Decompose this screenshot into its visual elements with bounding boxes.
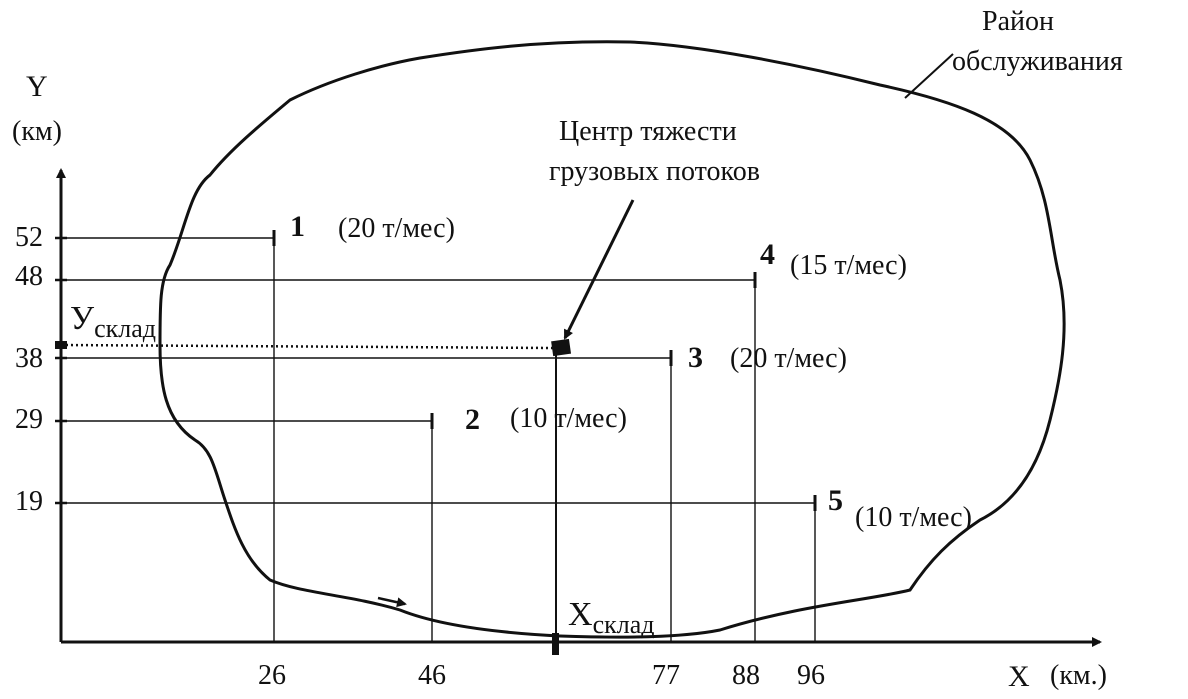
x-tick-label: 46 — [418, 660, 446, 691]
x-tick-label: 88 — [732, 660, 760, 691]
warehouse-x-axis-mark — [552, 633, 559, 655]
point-4-id: 4 — [760, 238, 775, 271]
warehouse-y-axis-mark — [55, 341, 67, 349]
service-region-outline — [158, 40, 1066, 639]
region-label-line1: Район — [982, 6, 1054, 37]
y-tick-label: 29 — [15, 404, 43, 435]
warehouse-x-sub: склад — [592, 610, 655, 639]
center-callout-arrow — [563, 199, 635, 340]
point-2-id: 2 — [465, 403, 480, 436]
y-tick-label: 52 — [15, 222, 43, 253]
y-axis-unit: (км) — [12, 116, 62, 147]
center-label-line2: грузовых потоков — [549, 156, 760, 187]
x-axis-unit: (км.) — [1050, 660, 1107, 691]
x-axis-label: X — [1008, 660, 1030, 693]
warehouse-y-main: У — [70, 300, 95, 337]
point-3-load: (20 т/мес) — [730, 343, 847, 374]
point-3-id: 3 — [688, 341, 703, 374]
point-1-load: (20 т/мес) — [338, 213, 455, 244]
warehouse-y-sub: склад — [94, 314, 156, 343]
y-axis-label: Y — [26, 70, 48, 103]
point-1-id: 1 — [290, 210, 305, 243]
warehouse-x-main: Х — [568, 596, 593, 633]
center-label-line1: Центр тяжести — [559, 116, 737, 147]
guide-lines — [55, 230, 817, 642]
point-2-load: (10 т/мес) — [510, 403, 627, 434]
y-tick-label: 48 — [15, 261, 43, 292]
region-direction-arrow — [377, 596, 407, 608]
center-of-gravity-marker — [551, 338, 572, 357]
x-tick-label: 26 — [258, 660, 286, 691]
warehouse-y-label: Усклад — [70, 300, 156, 342]
region-label-leader — [904, 53, 954, 99]
warehouse-y-guide — [60, 343, 554, 350]
x-tick-label: 77 — [652, 660, 680, 691]
point-5-load: (10 т/мес) — [855, 502, 972, 533]
y-tick-label: 19 — [15, 486, 43, 517]
point-5-id: 5 — [828, 484, 843, 517]
warehouse-x-label: Хсклад — [568, 596, 654, 638]
x-tick-label: 96 — [797, 660, 825, 691]
region-label-line2: обслуживания — [952, 46, 1123, 77]
y-tick-label: 38 — [15, 343, 43, 374]
point-4-load: (15 т/мес) — [790, 250, 907, 281]
